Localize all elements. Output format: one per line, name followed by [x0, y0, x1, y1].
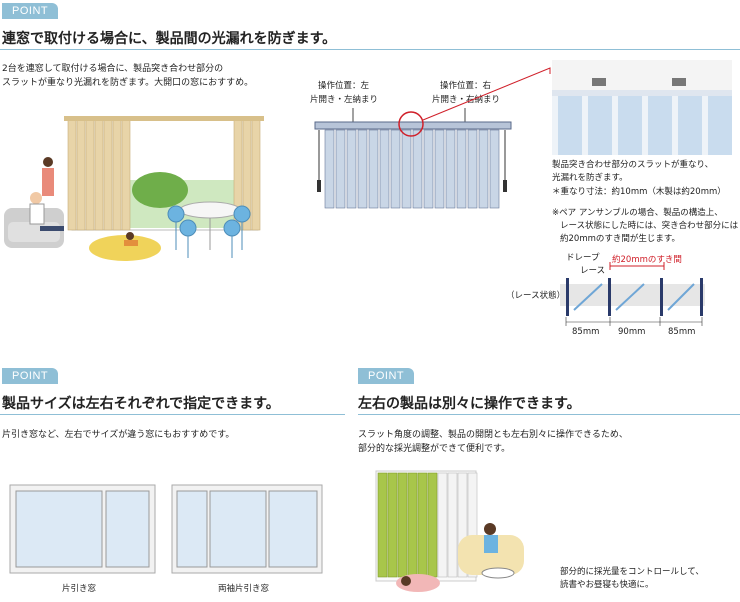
drape-label: ドレープ — [566, 253, 600, 263]
section3-desc-line1: スラット角度の調整、製品の開閉とも左右別々に操作できるため、 — [358, 430, 628, 440]
right-operation-label-2: 片開き・右納まり — [432, 95, 501, 105]
note-line-1: ※ペア アンサンブルの場合、製品の構造上、 — [552, 208, 723, 218]
lace-state-label: （レース状態） — [506, 291, 566, 301]
section1-heading: 連窓で取付ける場合に、製品間の光漏れを防ぎます。 — [2, 31, 337, 47]
lace-label: レース — [580, 266, 606, 276]
gap-label: 約20mmのすき間 — [612, 255, 682, 265]
section2-heading: 製品サイズは左右それぞれで指定できます。 — [2, 396, 280, 412]
point-badge-2: POINT — [2, 368, 59, 384]
note-line-3: 約20mmのすき間が生じます。 — [560, 234, 681, 244]
section2-desc: 片引き窓など、左右でサイズが違う窓にもおすすめです。 — [2, 430, 235, 440]
section3-heading: 左右の製品は別々に操作できます。 — [358, 396, 581, 412]
section3-caption-1: 部分的に採光量をコントロールして、 — [560, 567, 704, 577]
left-operation-label-2: 片開き・左納まり — [310, 95, 379, 105]
single-slide-window — [9, 484, 156, 574]
zoom-caption-1: 製品突き合わせ部分のスラットが重なり、 — [552, 160, 714, 170]
zoom-photo — [552, 60, 732, 155]
reading-room-illustration — [375, 470, 524, 592]
double-sleeve-window — [171, 484, 323, 574]
section3-caption-2: 読書やお昼寝も快適に。 — [560, 580, 654, 590]
right-operation-label-1: 操作位置：右 — [440, 81, 492, 91]
overlap-dimension: ＊重なり寸法：約10mm（木製は約20mm） — [552, 187, 726, 197]
living-room-illustration — [4, 116, 264, 261]
left-operation-label-1: 操作位置：左 — [318, 81, 370, 91]
note-line-2: レース状態にした時には、突き合わせ部分には — [560, 221, 739, 231]
dim-right: 85mm — [668, 327, 696, 337]
section2-rule — [0, 414, 345, 415]
zoom-caption-2: 光漏れを防ぎます。 — [552, 173, 628, 183]
dim-mid: 90mm — [618, 327, 646, 337]
window2-caption: 両袖片引き窓 — [218, 584, 270, 594]
section3-desc-line2: 部分的な採光調整ができて便利です。 — [358, 444, 511, 454]
section3-rule — [358, 414, 740, 415]
section1-desc-line1: 2台を連窓して取付ける場合に、製品突き合わせ部分の — [2, 64, 224, 74]
point-badge-1: POINT — [2, 3, 59, 19]
window1-caption: 片引き窓 — [62, 584, 97, 594]
dim-left: 85mm — [572, 327, 600, 337]
blind-diagram — [314, 67, 551, 209]
section1-desc-line2: スラットが重なり光漏れを防ぎます。大開口の窓におすすめ。 — [2, 78, 254, 88]
section1-rule — [0, 49, 740, 50]
point-badge-3: POINT — [358, 368, 415, 384]
lace-state-diagram — [560, 262, 705, 326]
